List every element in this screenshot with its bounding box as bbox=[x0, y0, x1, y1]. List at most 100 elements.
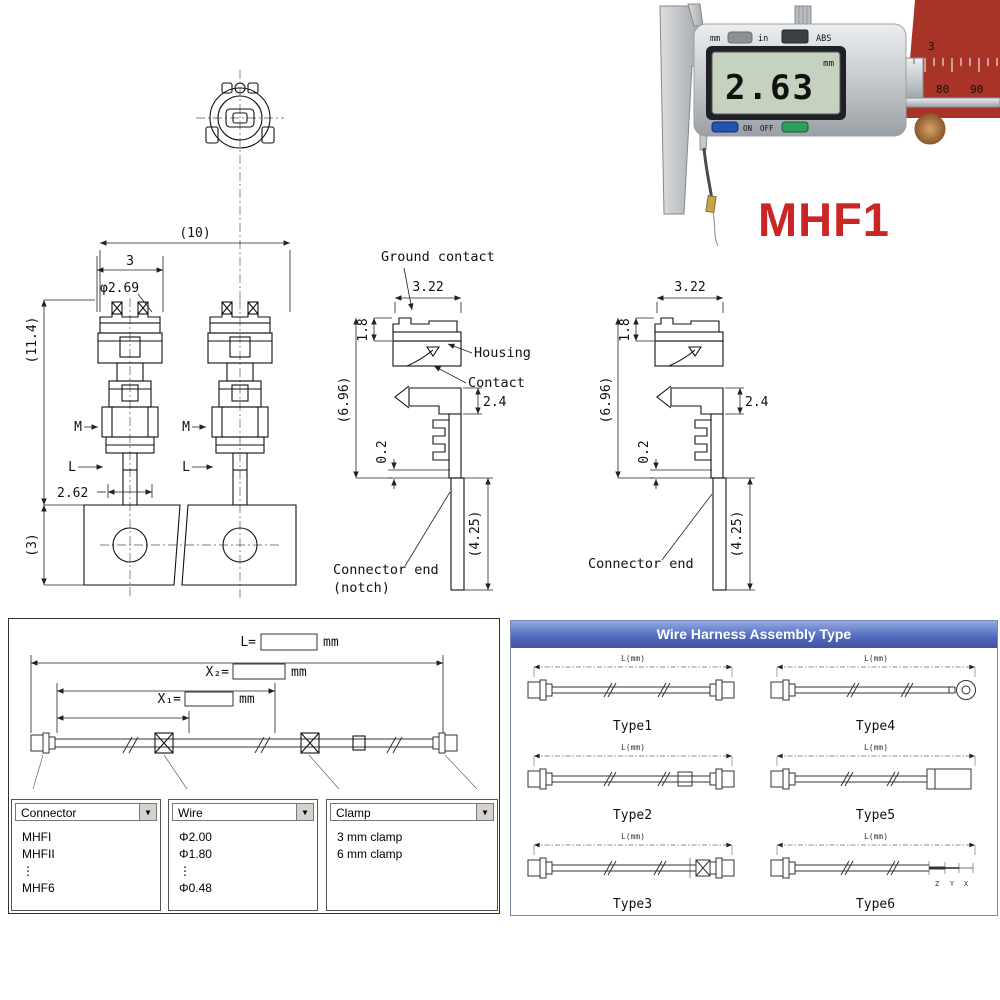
dim-pin: 2.62 bbox=[57, 486, 88, 501]
type1-diagram: L(mm) bbox=[527, 654, 734, 701]
clamp-option[interactable]: 6 mm clamp bbox=[337, 847, 403, 861]
left-connector bbox=[30, 732, 56, 754]
connector-dropdown: Connector ▼ MHFI MHFII ⋮ MHF6 bbox=[11, 799, 161, 911]
measured-cable bbox=[702, 147, 714, 201]
x1-unit: mm bbox=[239, 692, 255, 707]
dim-width: 3 bbox=[126, 254, 134, 269]
wire-option-ellipsis: ⋮ bbox=[179, 864, 191, 878]
dim-24-2: 2.4 bbox=[745, 395, 769, 410]
clamp-dropdown-arrow-button[interactable]: ▼ bbox=[476, 804, 493, 820]
mm-label: mm bbox=[710, 34, 720, 44]
thumb-roller[interactable] bbox=[914, 113, 946, 145]
lcd-reading: 2.63 bbox=[725, 68, 815, 108]
l-label: L= bbox=[240, 635, 256, 650]
off-label: OFF bbox=[760, 124, 774, 133]
type4-dim-label: L(mm) bbox=[863, 654, 887, 663]
order-panel: L= mm X₂= mm X₁= mm Connector bbox=[8, 618, 500, 914]
dim-696-2: (6.96) bbox=[599, 377, 614, 424]
dim-322: 3.22 bbox=[412, 280, 443, 295]
type5-dim-label: L(mm) bbox=[863, 743, 887, 752]
side-view-notch-drawing: Ground contact 3.22 1.8 (6.96) Housing C… bbox=[333, 249, 531, 596]
front-view-drawing: (10) 3 φ2.69 (11.4) (3) M M L L 2.62 bbox=[25, 226, 297, 598]
type3-label: Type3 bbox=[612, 897, 653, 912]
dim-425-2: (4.25) bbox=[730, 511, 745, 558]
dim-02: 0.2 bbox=[375, 440, 390, 463]
connector-option-ellipsis: ⋮ bbox=[22, 864, 34, 878]
caliper-photo: 3 80 90 mm in ABS 2.63 mm ON OFF bbox=[659, 0, 1000, 247]
type6-label: Type6 bbox=[855, 897, 896, 912]
dim-height: (11.4) bbox=[25, 317, 40, 364]
x1-label: X₁= bbox=[158, 692, 182, 707]
top-view-drawing bbox=[196, 70, 284, 300]
wire-dropdown-arrow-button[interactable]: ▼ bbox=[296, 804, 313, 820]
wire-option[interactable]: Φ2.00 bbox=[179, 830, 212, 844]
rf-connector-tip bbox=[705, 194, 717, 214]
lcd-unit: mm bbox=[823, 59, 834, 69]
label-connector-end-notch-1: Connector end bbox=[333, 562, 439, 578]
connector-option[interactable]: MHFII bbox=[22, 847, 55, 861]
clamp-dropdown: Clamp ▼ 3 mm clamp 6 mm clamp bbox=[326, 799, 498, 911]
dim-24: 2.4 bbox=[483, 395, 507, 410]
cable-assembly bbox=[30, 732, 478, 790]
type5-label: Type5 bbox=[855, 808, 896, 823]
stripped-coax-end bbox=[928, 861, 973, 875]
type6-mark-z: Z bbox=[934, 880, 938, 888]
assembly-type-cell-type1: L(mm) Type1 bbox=[511, 650, 754, 739]
x1-value-box[interactable] bbox=[184, 691, 234, 707]
type6-mark-y: Y bbox=[949, 880, 954, 888]
label-m-left: M bbox=[74, 420, 82, 435]
type2-dim-label: L(mm) bbox=[620, 743, 644, 752]
type2-label: Type2 bbox=[612, 808, 653, 823]
scale-number-3: 3 bbox=[928, 40, 935, 53]
clamped-connector bbox=[689, 858, 710, 878]
assembly-type-cell-type6: L(mm) Z Y X Type6 bbox=[754, 828, 997, 917]
callout-contact: Contact bbox=[468, 375, 525, 391]
on-label: ON bbox=[743, 124, 752, 133]
type2-diagram: L(mm) bbox=[527, 743, 734, 790]
dim-18: 1.8 bbox=[356, 318, 371, 341]
off-button[interactable] bbox=[781, 121, 809, 133]
round-connector bbox=[948, 680, 976, 700]
scale-number-80: 80 bbox=[936, 83, 949, 96]
in-label: in bbox=[758, 34, 768, 44]
side-view-plain-drawing: 3.22 1.8 (6.96) 2.4 0.2 (4.25) Connector… bbox=[588, 280, 769, 591]
callout-housing: Housing bbox=[474, 345, 531, 361]
dim-425: (4.25) bbox=[468, 511, 483, 558]
callout-ground-contact: Ground contact bbox=[381, 249, 495, 265]
product-title: MHF1 bbox=[758, 193, 890, 246]
type6-mark-x: X bbox=[963, 880, 968, 888]
type4-diagram: L(mm) bbox=[770, 654, 976, 701]
x2-value-box[interactable] bbox=[232, 663, 286, 680]
wire-dropdown-title: Wire bbox=[178, 806, 203, 820]
wire-option[interactable]: Φ0.48 bbox=[179, 881, 212, 895]
dim-pitch: (10) bbox=[179, 226, 210, 241]
connector-dropdown-header: Connector ▼ bbox=[15, 803, 157, 821]
wire-dropdown: Wire ▼ Φ2.00 Φ1.80 ⋮ Φ0.48 bbox=[168, 799, 318, 911]
dim-18-2: 1.8 bbox=[618, 318, 633, 341]
on-button[interactable] bbox=[711, 121, 739, 133]
assembly-type-cell-type2: L(mm) Type2 bbox=[511, 739, 754, 828]
block-connector bbox=[926, 768, 971, 790]
assembly-panel-title: Wire Harness Assembly Type bbox=[511, 621, 997, 648]
mm-in-toggle[interactable] bbox=[727, 31, 753, 44]
l-value-box[interactable] bbox=[260, 633, 318, 651]
type3-dim-label: L(mm) bbox=[620, 832, 644, 841]
type1-dim-label: L(mm) bbox=[620, 654, 644, 663]
label-connector-end: Connector end bbox=[588, 556, 694, 572]
clamp-options-list: 3 mm clamp 6 mm clamp bbox=[327, 824, 497, 863]
connector-option[interactable]: MHF6 bbox=[22, 881, 55, 895]
connector-dropdown-arrow-button[interactable]: ▼ bbox=[139, 804, 156, 820]
assembly-type-cell-type4: L(mm) Type4 bbox=[754, 650, 997, 739]
clamp-option[interactable]: 3 mm clamp bbox=[337, 830, 403, 844]
wire-option[interactable]: Φ1.80 bbox=[179, 847, 212, 861]
type6-dim-label: L(mm) bbox=[863, 832, 887, 841]
connector-dropdown-title: Connector bbox=[21, 806, 77, 820]
label-m-right: M bbox=[182, 420, 190, 435]
type4-label: Type4 bbox=[855, 719, 896, 734]
cable-length-diagram: L= mm X₂= mm X₁= mm bbox=[30, 633, 478, 790]
scale-number-90: 90 bbox=[970, 83, 983, 96]
assembly-grid: L(mm) Type1 L(mm) bbox=[511, 648, 997, 917]
technical-drawing: (10) 3 φ2.69 (11.4) (3) M M L L 2.62 bbox=[25, 0, 1000, 598]
connector-option[interactable]: MHFI bbox=[22, 830, 52, 844]
abs-button[interactable] bbox=[781, 29, 809, 44]
